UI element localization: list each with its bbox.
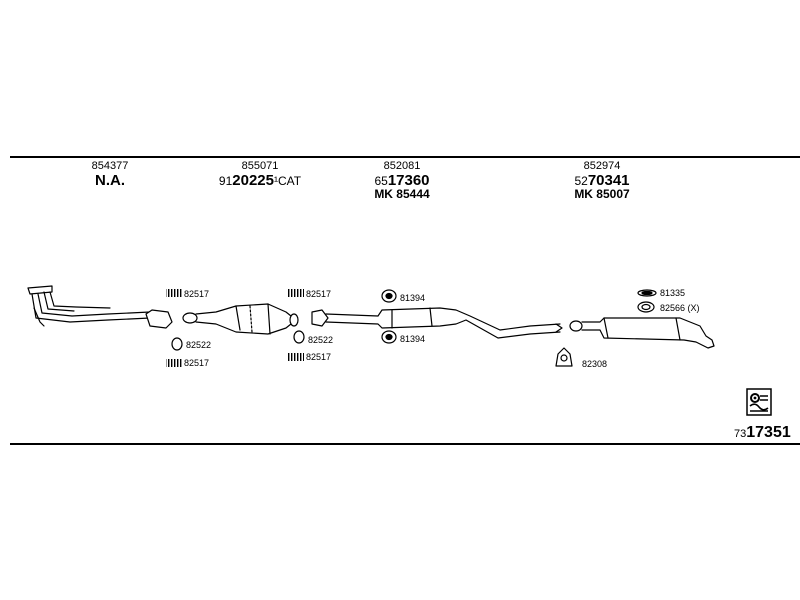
label-ring-top: 81335 — [660, 288, 685, 298]
label-clamp-2-top: 82517 — [306, 289, 331, 299]
part-number: 854377 — [91, 160, 129, 172]
hanger-bottom — [381, 330, 397, 344]
rubber-ring-top — [637, 289, 657, 297]
gear-doc-icon — [746, 388, 772, 416]
top-rule — [10, 156, 800, 158]
label-clamp-1-top: 82517 — [184, 289, 209, 299]
rubber-ring-bottom — [637, 301, 655, 313]
label-hanger-bottom: 81394 — [400, 334, 425, 344]
label-clamp-1-bottom: 82517 — [184, 358, 209, 368]
column-catalyst: 855071 9120225¹CAT — [200, 160, 320, 189]
label-gasket-1: 82522 — [186, 340, 211, 350]
bottom-rule — [10, 443, 800, 445]
diagram-id: 7317351 — [734, 424, 791, 441]
main-number: N.A. — [95, 171, 125, 189]
exhaust-manifold — [27, 285, 173, 329]
label-hanger-top: 81394 — [400, 293, 425, 303]
column-middle-silencer: 852081 6517360 MK 85444 — [352, 160, 452, 202]
part-number: 852974 — [583, 160, 621, 172]
mounting-kit: MK 85444 — [374, 187, 430, 202]
mounting-kit: MK 85007 — [574, 187, 630, 202]
catalytic-converter — [182, 303, 299, 335]
label-bracket: 82308 — [582, 359, 607, 369]
gasket-2 — [293, 330, 305, 344]
middle-silencer-pipe — [311, 307, 563, 339]
part-number: 852081 — [383, 160, 421, 172]
gasket-1 — [171, 337, 183, 351]
hanger-top — [381, 289, 397, 303]
main-number: 5270341 — [574, 171, 630, 189]
label-clamp-2-bottom: 82517 — [306, 352, 331, 362]
clamp-symbols — [166, 289, 304, 367]
label-gasket-2: 82522 — [308, 335, 333, 345]
main-number: 9120225¹CAT — [218, 171, 302, 189]
label-ring-bottom: 82566 (X) — [660, 303, 700, 313]
part-number: 855071 — [241, 160, 279, 172]
main-number: 6517360 — [374, 171, 430, 189]
column-manifold: 854377 N.A. — [75, 160, 145, 189]
column-rear-silencer: 852974 5270341 MK 85007 — [552, 160, 652, 202]
rear-silencer — [569, 317, 715, 349]
bracket — [555, 347, 573, 367]
